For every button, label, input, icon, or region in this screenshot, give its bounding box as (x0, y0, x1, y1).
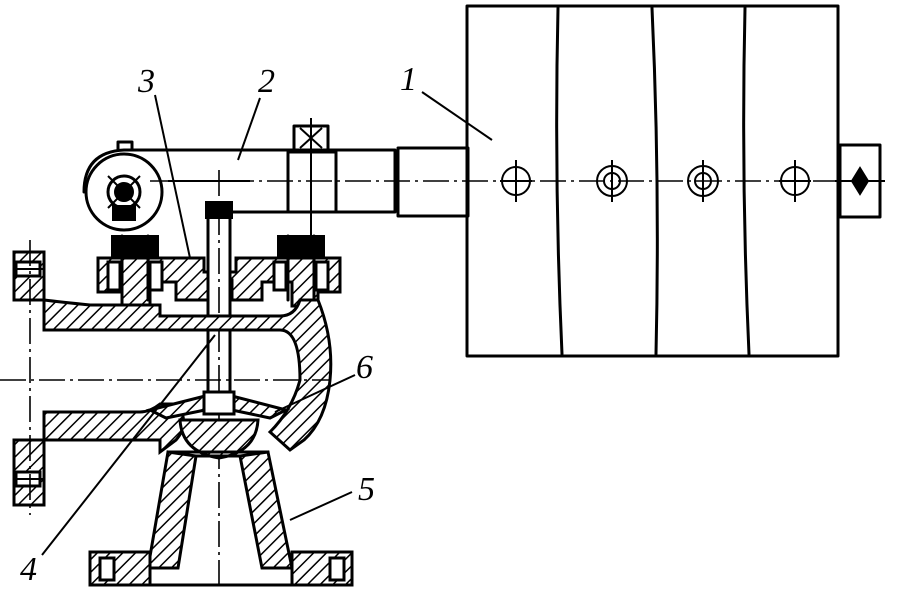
label-3: 3 (137, 63, 155, 100)
leader-6 (274, 374, 356, 413)
leader-5 (289, 491, 353, 521)
leader-lines (41, 91, 493, 556)
callout-labels: 1 2 3 4 5 6 (20, 61, 417, 588)
bonnet-nut-left (106, 234, 164, 302)
valve-body (0, 240, 354, 587)
label-4: 4 (20, 551, 37, 588)
valve-stem (205, 170, 233, 585)
label-5: 5 (358, 471, 375, 508)
leader-1 (421, 91, 493, 141)
leader-4 (41, 334, 216, 556)
lever-arm (82, 118, 840, 240)
leader-2 (237, 97, 261, 161)
bonnet-nut-right (272, 234, 330, 302)
counterweight-stack (465, 4, 885, 358)
label-1: 1 (400, 61, 417, 98)
label-2: 2 (258, 63, 275, 100)
label-6: 6 (356, 349, 373, 386)
leader-3 (154, 94, 191, 259)
lever-end-cap (835, 143, 885, 219)
